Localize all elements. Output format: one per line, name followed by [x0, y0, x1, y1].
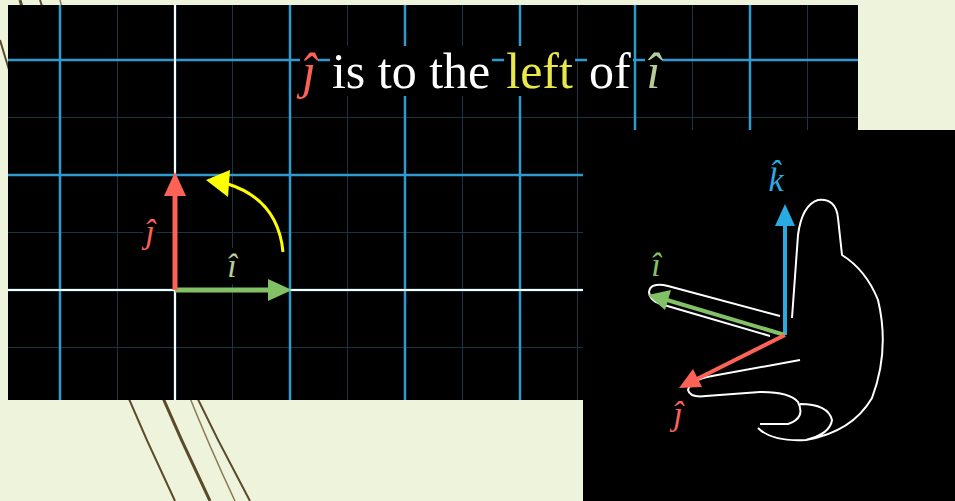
basis-k-label: k̂	[766, 162, 785, 198]
basis-i-label: î	[225, 248, 238, 284]
grid-line	[232, 5, 233, 400]
rotation-arrow	[206, 170, 283, 252]
grid-line	[577, 5, 578, 400]
basis-j-arrow-3d	[679, 335, 785, 388]
y-axis	[174, 5, 176, 400]
heading-word: of	[587, 46, 633, 96]
hand-panel	[583, 130, 955, 501]
basis-j-label: ĵ	[143, 214, 156, 250]
basis-j-arrow	[164, 172, 186, 290]
grid-line	[8, 117, 858, 118]
grid-line	[289, 5, 292, 400]
grid-line	[59, 5, 62, 400]
basis-i-arrow-3d	[648, 290, 785, 335]
basis-k-arrow-3d	[775, 204, 795, 335]
grid-line	[117, 5, 118, 400]
heading-word: is to the	[330, 46, 492, 96]
basis-j-label: ĵ	[671, 396, 684, 432]
heading-word: ĵ	[300, 46, 318, 96]
basis-i-label: î	[649, 247, 662, 283]
right-hand	[649, 200, 883, 440]
heading-word: left	[504, 46, 575, 96]
heading-word: î	[645, 46, 663, 96]
grid-line	[174, 5, 177, 400]
heading: ĵis to theleftofî	[300, 46, 662, 96]
